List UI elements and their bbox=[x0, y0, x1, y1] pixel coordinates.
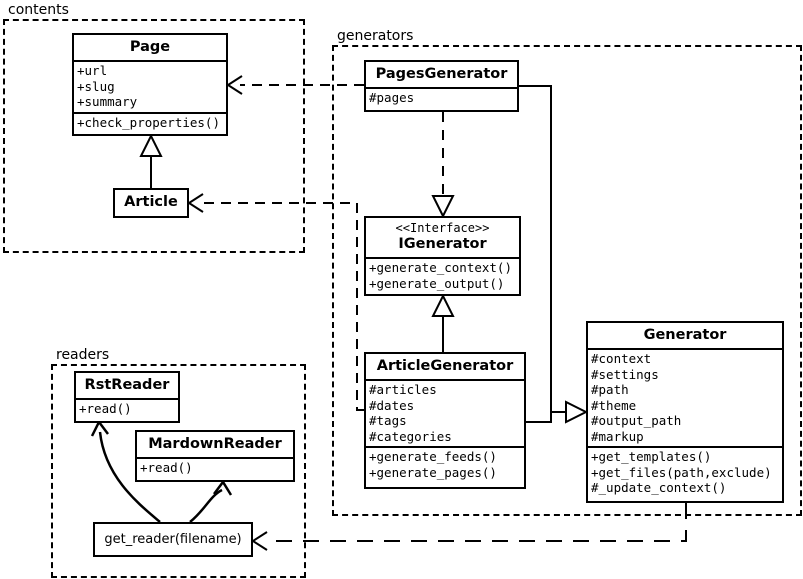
method-item: +read() bbox=[140, 460, 193, 475]
class-name-generator: Generator bbox=[643, 327, 727, 343]
package-frame-contents bbox=[3, 19, 305, 253]
class-name-mardownreader: MardownReader bbox=[148, 436, 282, 452]
class-box-page[interactable]: Page +url +slug +summary +check_properti… bbox=[72, 33, 228, 136]
attribute-item: #path bbox=[591, 382, 629, 397]
attribute-item: #markup bbox=[591, 428, 644, 444]
class-box-igenerator[interactable]: <<Interface>> IGenerator +generate_conte… bbox=[364, 216, 521, 296]
attribute-item: #context bbox=[591, 351, 652, 366]
class-name-articlegenerator: ArticleGenerator bbox=[376, 358, 514, 374]
attribute-item: #theme bbox=[591, 397, 637, 413]
class-box-rstreader[interactable]: RstReader +read() bbox=[74, 371, 180, 423]
package-label-generators: generators bbox=[334, 28, 417, 44]
attribute-item: #settings bbox=[591, 366, 659, 382]
package-label-contents: contents bbox=[5, 2, 72, 18]
class-box-mardownreader[interactable]: MardownReader +read() bbox=[135, 430, 295, 482]
class-attributes-articlegenerator: #articles #dates #tags #categories bbox=[366, 379, 524, 446]
class-methods-mardownreader: +read() bbox=[137, 457, 293, 478]
attribute-item: #output_path bbox=[591, 413, 682, 428]
attribute-item: +summary bbox=[77, 94, 138, 109]
class-name-rstreader: RstReader bbox=[84, 377, 170, 393]
attribute-item: +slug bbox=[77, 78, 115, 94]
class-methods-generator: +get_templates() +get_files(path,exclude… bbox=[588, 446, 782, 498]
method-item: +generate_context() bbox=[369, 260, 512, 275]
class-box-article[interactable]: Article bbox=[113, 188, 189, 218]
class-box-pagesgenerator[interactable]: PagesGenerator #pages bbox=[364, 60, 519, 112]
attribute-item: #categories bbox=[369, 428, 452, 444]
class-methods-rstreader: +read() bbox=[76, 398, 178, 419]
attribute-item: #dates bbox=[369, 397, 415, 413]
class-methods-articlegenerator: +generate_feeds() +generate_pages() bbox=[366, 446, 524, 482]
class-name-page: Page bbox=[129, 39, 171, 55]
method-item: +generate_output() bbox=[369, 275, 505, 291]
class-methods-page: +check_properties() bbox=[74, 111, 226, 133]
class-box-generator[interactable]: Generator #context #settings #path #them… bbox=[586, 321, 784, 503]
method-item: +check_properties() bbox=[77, 114, 220, 130]
function-label-get-reader: get_reader(filename) bbox=[104, 532, 242, 547]
class-name-pagesgenerator: PagesGenerator bbox=[375, 66, 508, 82]
method-item: +get_templates() bbox=[591, 449, 712, 464]
attribute-item: #tags bbox=[369, 413, 407, 428]
method-item: +get_files(path,exclude) bbox=[591, 464, 772, 480]
package-frame-readers bbox=[51, 364, 306, 578]
class-attributes-page: +url +slug +summary bbox=[74, 60, 226, 112]
class-attributes-pagesgenerator: #pages bbox=[366, 87, 517, 108]
class-attributes-generator: #context #settings #path #theme #output_… bbox=[588, 348, 782, 446]
attribute-item: #pages bbox=[369, 90, 415, 105]
method-item: #_update_context() bbox=[591, 480, 727, 495]
class-box-articlegenerator[interactable]: ArticleGenerator #articles #dates #tags … bbox=[364, 352, 526, 489]
class-methods-igenerator: +generate_context() +generate_output() bbox=[366, 257, 519, 293]
method-item: +generate_feeds() bbox=[369, 449, 497, 464]
attribute-item: +url bbox=[77, 63, 108, 78]
method-item: +read() bbox=[79, 401, 132, 416]
method-item: +generate_pages() bbox=[369, 464, 497, 480]
class-stereotype-igenerator: <<Interface>> bbox=[395, 221, 490, 235]
class-name-igenerator: IGenerator bbox=[398, 236, 487, 252]
function-box-get-reader[interactable]: get_reader(filename) bbox=[93, 522, 253, 557]
attribute-item: #articles bbox=[369, 382, 437, 397]
class-name-article: Article bbox=[124, 194, 178, 210]
package-label-readers: readers bbox=[53, 347, 113, 363]
